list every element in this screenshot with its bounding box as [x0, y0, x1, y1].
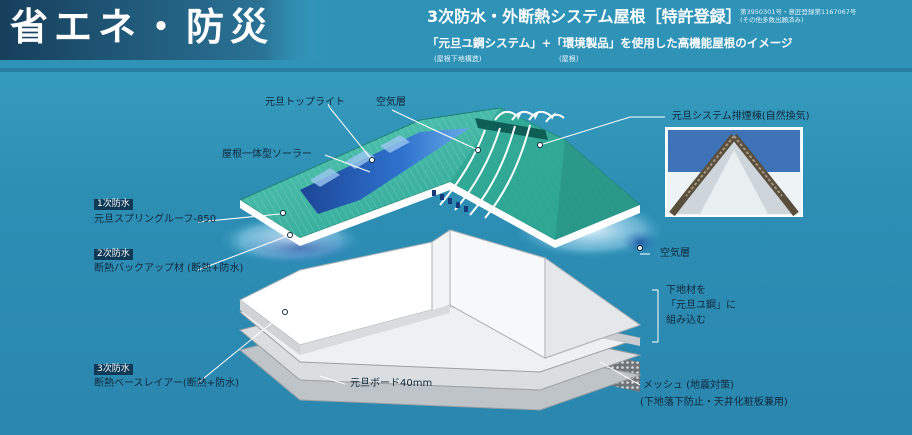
substrate-line-2: 「元旦ユ鋼」に: [666, 300, 736, 311]
label-air-layer-right: 空気層: [660, 248, 690, 259]
exhaust-ridge-photo: [665, 127, 803, 217]
label-solar-roof: 屋根一体型ソーラー: [222, 149, 312, 160]
secondary-waterproof-text: 断熱バックアップ材 (断熱+防水): [94, 263, 244, 274]
system-headline: 3次防水・外断熱システム屋根［特許登録］: [427, 7, 742, 26]
registration-note: 第3950301号・意匠登録第1167067号 (その他多数出願済み): [740, 8, 856, 24]
green-roof-panels: [238, 107, 641, 248]
title-banner: [0, 0, 330, 60]
airflow-arrows: [439, 110, 565, 219]
label-mesh-note: (下地落下防止・天井化粧板兼用): [640, 397, 788, 408]
primary-waterproof-tag: 1次防水: [94, 199, 133, 210]
registration-line-2: (その他多数出願済み): [740, 16, 804, 24]
substrate-line-3: 組み込む: [666, 315, 706, 326]
label-exhaust-ridge: 元旦システム排煙棟(自然換気): [672, 111, 810, 122]
label-mesh: メッシュ (地震対策): [643, 380, 734, 391]
registration-line-1: 第3950301号・意匠登録第1167067号: [740, 8, 857, 16]
air-gap-slits: [432, 190, 468, 212]
primary-waterproof-text: 元旦スプリングルーフ-850: [94, 214, 217, 225]
substrate-line-1: 下地材を: [666, 285, 706, 296]
label-top-light: 元旦トップライト: [265, 97, 345, 108]
leader-lines: [197, 103, 665, 386]
page-title: 省エネ・防災: [10, 5, 275, 49]
white-insulation-layer: [239, 229, 642, 359]
subnote-right: (屋根): [559, 55, 579, 63]
label-air-layer-top: 空気層: [376, 97, 406, 108]
secondary-waterproof-tag: 2次防水: [94, 249, 133, 260]
subnote-left: (屋根下地構造): [434, 55, 482, 63]
subtitle: 「元旦ユ鋼システム」+「環境製品」を使用した高機能屋根のイメージ: [427, 36, 793, 50]
tertiary-waterproof-text: 断熱ベースレイアー(断熱+防水): [94, 378, 240, 389]
label-board: 元旦ボード40mm: [350, 378, 433, 389]
tertiary-waterproof-tag: 3次防水: [94, 364, 133, 375]
top-light-glass: [300, 128, 470, 214]
